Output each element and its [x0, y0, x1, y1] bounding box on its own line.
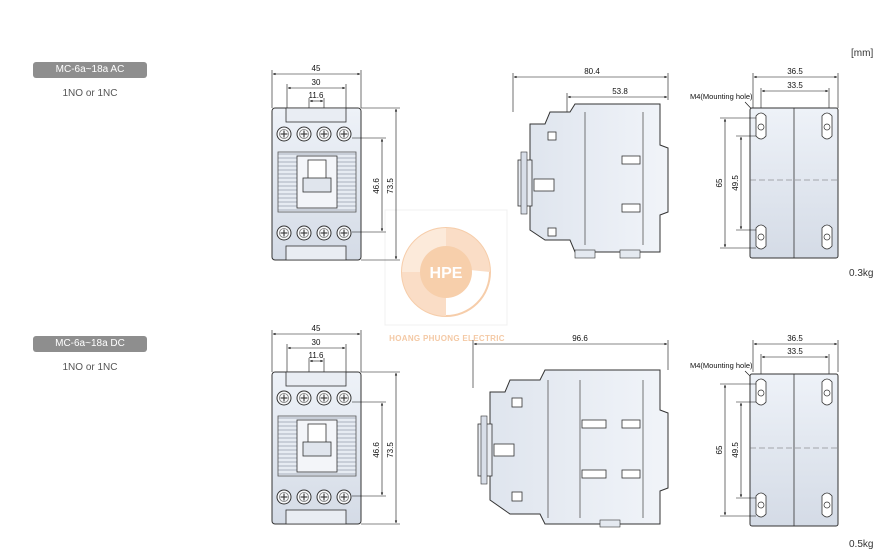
model-badge-dc: MC-6a~18a DC [33, 336, 147, 352]
rear-view-ac: 36.5 33.5 M4(Mounting hole) 65 49.5 [690, 67, 839, 259]
contact-config-dc: 1NO or 1NC [62, 362, 118, 373]
dim-side-depth-total-dc: 96.6 [572, 334, 588, 343]
dim-side-depth-partial-ac: 53.8 [612, 87, 628, 96]
dim-front-inner-dc: 30 [312, 338, 321, 347]
units-label: [mm] [851, 48, 874, 59]
mount-hole-label-ac: M4(Mounting hole) [690, 92, 753, 101]
dim-front-pitch-ac: 11.6 [309, 91, 325, 100]
dim-rear-inner-ac: 33.5 [787, 81, 803, 90]
watermark-logo-text: HPE [430, 265, 463, 282]
dim-front-height-total-ac: 73.5 [386, 178, 395, 194]
dim-rear-inner-dc: 33.5 [787, 347, 803, 356]
rear-view-dc: 36.5 33.5 M4(Mounting hole) 65 49.5 [690, 334, 839, 527]
dim-rear-width-ac: 36.5 [787, 67, 803, 76]
dim-side-depth-total-ac: 80.4 [584, 67, 600, 76]
mount-hole-label-dc: M4(Mounting hole) [690, 361, 753, 370]
side-view-ac: 80.4 53.8 [512, 67, 669, 259]
dim-front-pitch-dc: 11.6 [309, 351, 325, 360]
dim-rear-height-total-dc: 65 [715, 445, 724, 454]
dim-rear-height-inner-ac: 49.5 [731, 175, 740, 191]
watermark-company: HOANG PHUONG ELECTRIC [389, 334, 505, 343]
dim-front-height-inner-ac: 46.6 [372, 178, 381, 194]
dim-rear-width-dc: 36.5 [787, 334, 803, 343]
dim-rear-height-total-ac: 65 [715, 178, 724, 187]
front-view-ac: 45 30 11.6 46.6 73.5 [271, 64, 400, 261]
side-view-dc: 96.6 [472, 334, 669, 528]
dim-rear-height-inner-dc: 49.5 [731, 442, 740, 458]
watermark-logo: HPE [384, 209, 508, 326]
contact-config-ac: 1NO or 1NC [62, 88, 118, 99]
dim-front-height-total-dc: 73.5 [386, 442, 395, 458]
dim-front-inner-ac: 30 [312, 78, 321, 87]
dim-front-width-dc: 45 [312, 324, 321, 333]
weight-ac: 0.3kg [849, 268, 874, 279]
front-view-dc: 45 30 11.6 46.6 73.5 [271, 324, 400, 525]
dim-front-height-inner-dc: 46.6 [372, 442, 381, 458]
weight-dc: 0.5kg [849, 539, 874, 550]
dim-front-width-ac: 45 [312, 64, 321, 73]
model-badge-ac: MC-6a~18a AC [33, 62, 147, 78]
